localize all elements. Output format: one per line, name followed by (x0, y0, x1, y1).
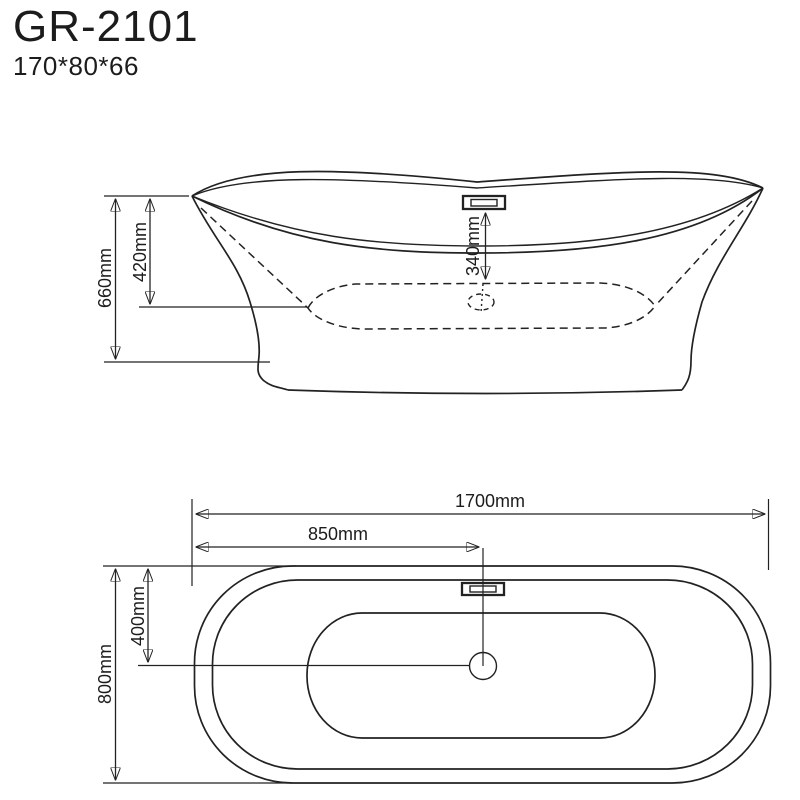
rim-top-outer-curve (191, 170, 764, 197)
rim-front-outer-curve (191, 187, 764, 254)
dim-label-850: 850mm (308, 524, 368, 544)
plan-top-view: 1700mm 850mm 800mm 400mm (95, 491, 772, 784)
dim-label-1700: 1700mm (455, 491, 525, 511)
overflow-inner-rect (470, 198, 498, 207)
plan-basin-outline (306, 612, 656, 739)
rim-top-inner-curve (191, 177, 764, 197)
dim-label-400: 400mm (128, 586, 148, 646)
body-right-silhouette (681, 187, 764, 391)
title-block: GR-2101 170*80*66 (13, 2, 199, 82)
overflow-outer-rect (461, 194, 507, 211)
rim-front-inner-curve (191, 187, 764, 247)
model-title: GR-2101 (13, 2, 199, 51)
dim-label-340: 340mm (463, 216, 483, 276)
basin-left-hidden-edge (200, 207, 309, 309)
body-base-line (287, 389, 683, 395)
dim-label-420: 420mm (130, 222, 150, 282)
drain-center-dotted-line (480, 283, 484, 314)
drain-hidden-ellipse (467, 293, 495, 311)
side-elevation-view: 340mm 660mm 420mm (95, 170, 764, 395)
dim-label-660: 660mm (95, 248, 115, 308)
basin-bottom-hidden-outline (307, 282, 656, 330)
body-left-silhouette (191, 195, 289, 391)
dim-label-800: 800mm (95, 644, 115, 704)
model-size-code: 170*80*66 (13, 51, 139, 82)
basin-right-hidden-edge (654, 200, 753, 307)
